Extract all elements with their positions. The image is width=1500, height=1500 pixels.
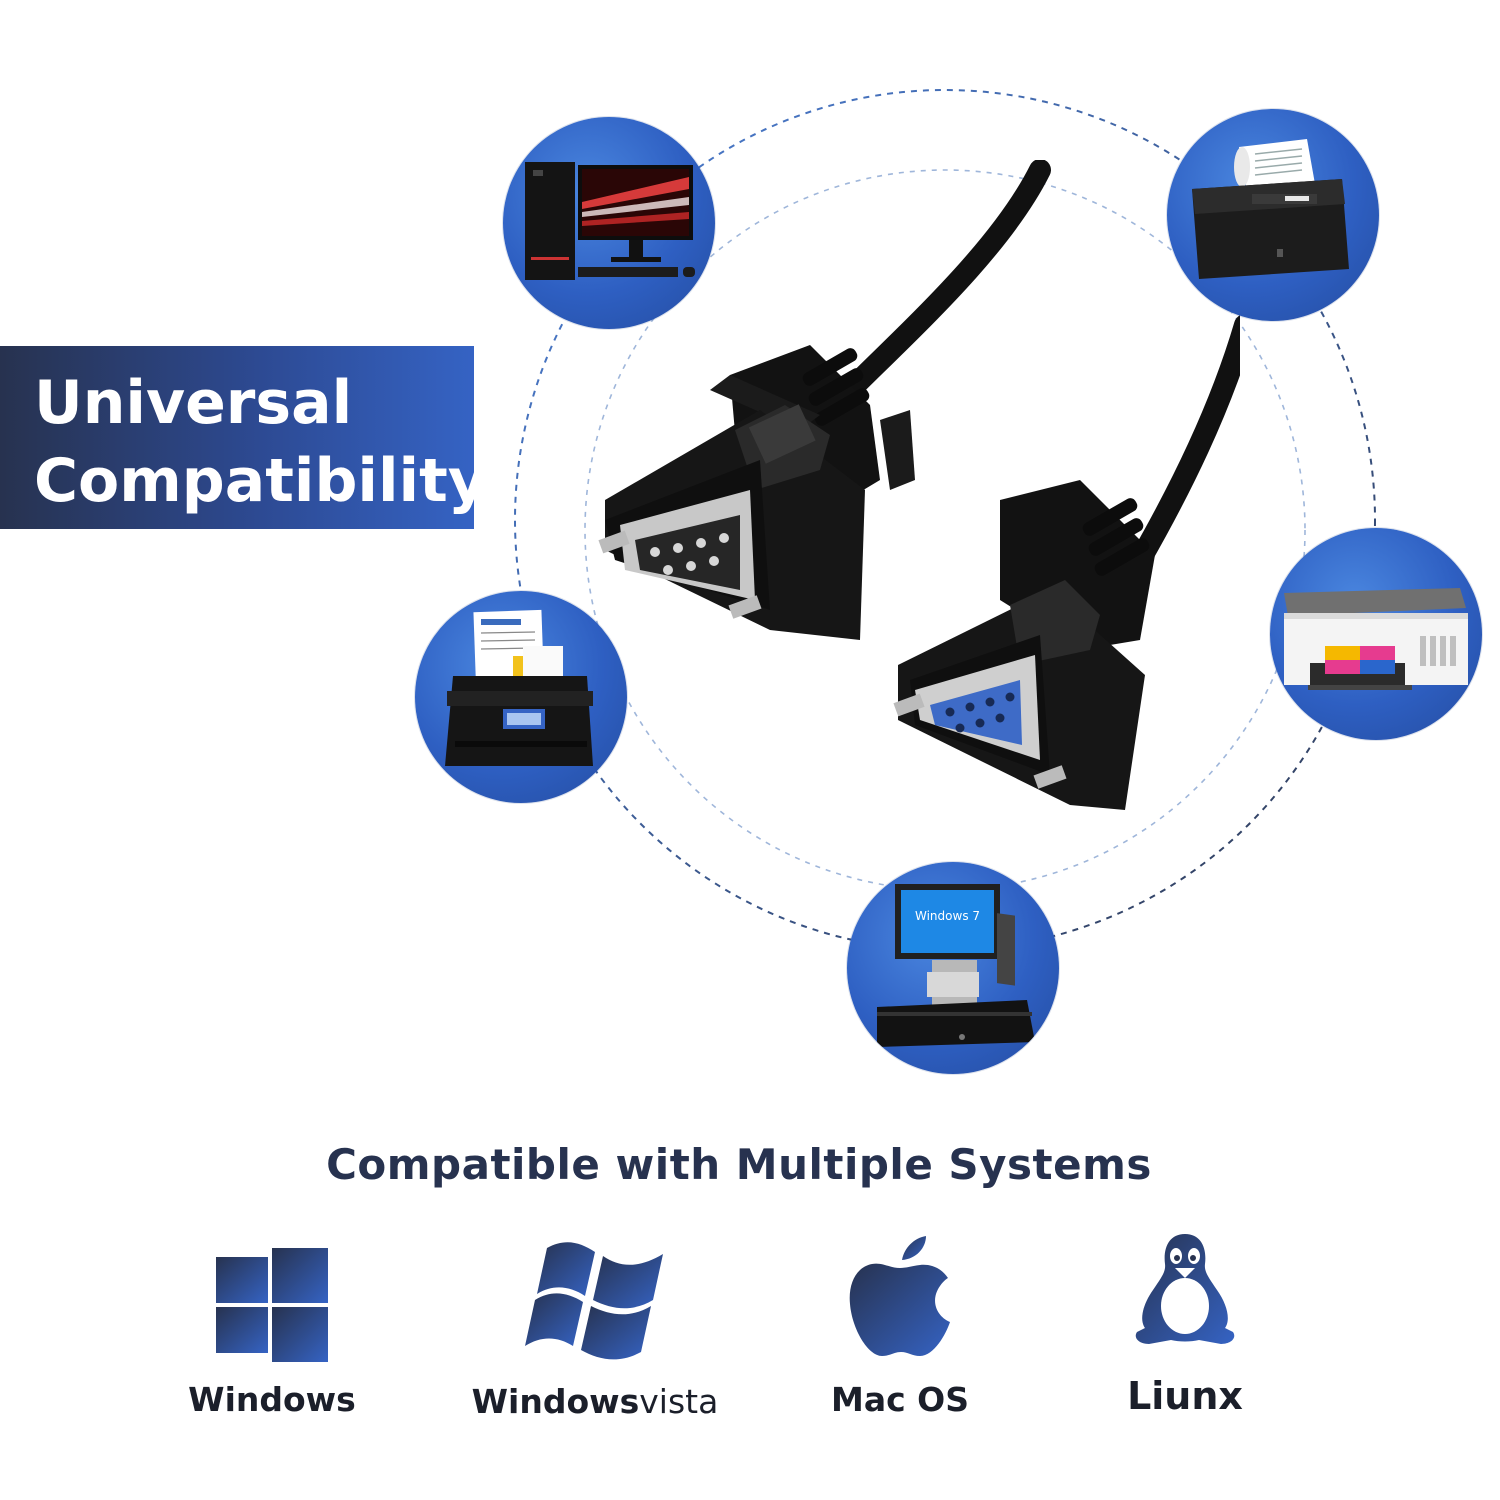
receipt-printer-icon <box>1192 139 1349 279</box>
document-scanner-device <box>415 591 627 803</box>
title-banner: Universal Compatibility <box>0 346 487 529</box>
os-label-mac: Mac OS <box>831 1380 969 1419</box>
pos-terminal-device: Windows 7 <box>847 862 1059 1074</box>
svg-text:Windows 7: Windows 7 <box>915 909 980 923</box>
os-label-windows-vista: Windowsvista <box>470 1382 720 1421</box>
banner-line-1: Universal <box>34 368 353 438</box>
document-scanner-icon <box>445 609 593 766</box>
pos-terminal-icon: Windows 7 <box>877 884 1035 1047</box>
os-label-windows: Windows <box>188 1380 356 1419</box>
banner-title: Universal Compatibility <box>34 364 487 520</box>
desktop-computer-icon <box>525 162 695 280</box>
os-label-windows-vista-light: vista <box>639 1382 719 1421</box>
banner-line-2: Compatibility <box>34 446 487 516</box>
os-label-windows-vista-bold: Windows <box>471 1382 640 1421</box>
receipt-printer-device <box>1167 109 1379 321</box>
os-label-linux: Liunx <box>1127 1374 1243 1418</box>
os-windows-vista: Windowsvista <box>470 1238 720 1438</box>
windows-vista-logo-icon <box>525 1242 663 1360</box>
db9-serial-cable <box>598 160 1240 810</box>
os-linux: Liunx <box>1105 1232 1265 1432</box>
linux-penguin-icon <box>1135 1234 1235 1344</box>
systems-title: Compatible with Multiple Systems <box>326 1140 1152 1189</box>
inkjet-printer-icon <box>1284 588 1468 690</box>
os-windows: Windows <box>182 1245 362 1435</box>
os-mac: Mac OS <box>820 1234 980 1434</box>
desktop-computer-device <box>503 117 715 329</box>
female-db9-connector <box>893 480 1155 810</box>
male-db9-connector <box>598 345 915 640</box>
inkjet-printer-device <box>1270 528 1482 740</box>
apple-logo-icon <box>849 1236 950 1356</box>
windows-logo-icon <box>216 1248 328 1362</box>
